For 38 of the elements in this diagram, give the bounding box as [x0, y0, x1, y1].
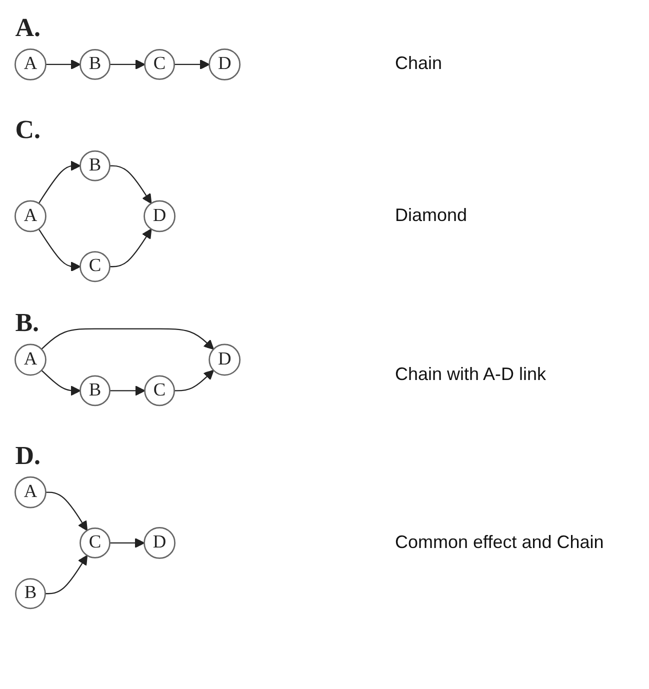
- arrow: [110, 165, 152, 204]
- panel-caption: Chain with A-D link: [395, 364, 546, 385]
- node-circle: D: [144, 527, 176, 559]
- node-circle: A: [14, 48, 46, 80]
- node-circle: D: [208, 344, 241, 376]
- panel-heading: B.: [15, 308, 40, 338]
- node-circle: B: [80, 150, 110, 182]
- panel-heading: A.: [15, 13, 40, 44]
- arrow: [174, 59, 210, 70]
- node-circle: A: [14, 200, 46, 232]
- panel-caption: Common effect and Chain: [395, 532, 604, 553]
- arrow: [38, 160, 81, 204]
- arrow: [174, 370, 214, 392]
- node-circle: C: [144, 49, 175, 80]
- node-circle: C: [80, 528, 110, 558]
- arrow: [46, 59, 81, 70]
- arrow: [110, 59, 146, 70]
- arrow: [110, 538, 145, 548]
- arrow: [45, 554, 88, 594]
- arrow: [38, 228, 81, 272]
- panel-caption: Chain: [395, 53, 442, 74]
- panel-heading: D.: [15, 441, 40, 472]
- arrow: [41, 370, 81, 396]
- node-circle: B: [80, 49, 110, 80]
- node-circle: B: [15, 578, 46, 610]
- arrow: [110, 386, 146, 396]
- node-circle: D: [144, 200, 176, 232]
- node-circle: C: [144, 375, 175, 406]
- arrow: [110, 228, 152, 268]
- node-circle: A: [14, 476, 46, 508]
- panel-caption: Diamond: [395, 205, 468, 226]
- node-circle: B: [80, 375, 110, 406]
- node-circle: D: [208, 48, 241, 80]
- panel-heading: C.: [15, 115, 40, 146]
- arrow: [46, 492, 88, 531]
- node-circle: A: [14, 344, 46, 376]
- arrow: [41, 328, 214, 350]
- node-circle: C: [80, 251, 110, 282]
